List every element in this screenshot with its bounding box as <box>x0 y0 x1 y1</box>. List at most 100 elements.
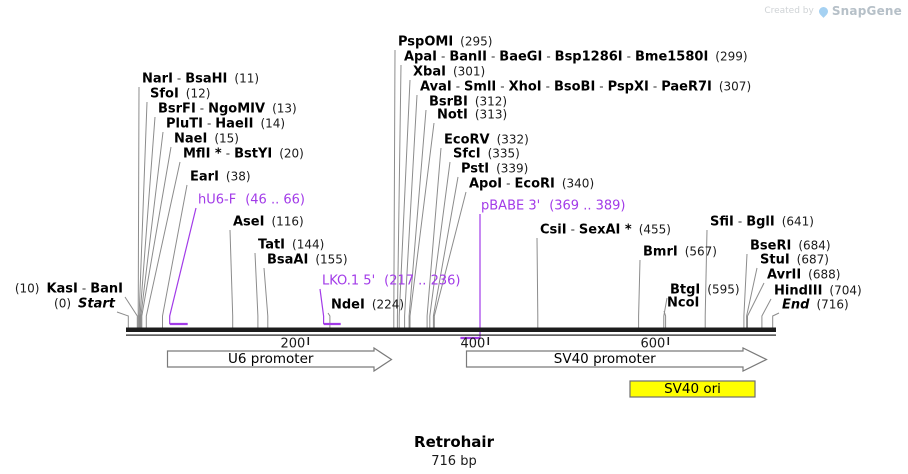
site-label-start[interactable]: (0)Start <box>54 297 115 312</box>
site-name-separator: - <box>545 79 550 94</box>
site-label-btgi[interactable]: BtgI(595) <box>670 283 740 298</box>
site-name-separator: - <box>570 222 575 237</box>
leader-line <box>138 101 148 332</box>
snapgene-watermark: Created by SnapGene <box>764 4 902 18</box>
enzyme-name: XbaI <box>413 64 446 80</box>
enzyme-name: HindIII <box>774 283 823 299</box>
site-name-separator: - <box>652 79 658 94</box>
leader-line <box>536 237 539 332</box>
site-label-bsrbi[interactable]: BsrBI(312) <box>429 95 507 110</box>
enzyme-name: End <box>782 297 810 313</box>
site-name-separator: - <box>490 49 496 64</box>
sv40-promoter-arrow[interactable] <box>465 347 768 372</box>
site-label-bsrfi[interactable]: BsrFI-NgoMIV(13) <box>158 102 297 117</box>
site-label-ncoi[interactable]: NcoI <box>667 296 699 311</box>
enzyme-name: BstYI <box>234 146 273 162</box>
leader-line <box>254 252 259 332</box>
site-label-hindiii[interactable]: HindIII(704) <box>774 284 862 299</box>
leader-line <box>263 267 269 332</box>
site-label-mfli[interactable]: MflI *-BstYI(20) <box>183 147 304 162</box>
site-position: (307) <box>718 79 752 94</box>
enzyme-name: BsrBI <box>429 94 468 110</box>
site-label-naei[interactable]: NaeI(15) <box>174 132 239 147</box>
enzyme-name: SfcI <box>453 146 481 162</box>
site-label-xbai[interactable]: XbaI(301) <box>413 65 485 80</box>
primer-label-lko-1-5[interactable]: LKO.1 5'(217 .. 236) <box>322 274 460 289</box>
site-label-csii[interactable]: CsiI-SexAI *(455) <box>540 223 671 238</box>
site-label-ecorv[interactable]: EcoRV(332) <box>444 133 529 148</box>
enzyme-name: BtgI <box>670 282 701 298</box>
site-label-nari[interactable]: NarI-BsaHI(11) <box>142 72 259 87</box>
site-label-tati[interactable]: TatI(144) <box>258 238 324 253</box>
site-position: (13) <box>272 101 297 116</box>
enzyme-name: BanI <box>90 281 123 297</box>
site-position: (716) <box>816 297 849 312</box>
enzyme-name: PaeR7I <box>661 79 712 95</box>
feature-label-u6-promoter[interactable]: U6 promoter <box>228 351 314 367</box>
site-position: (340) <box>561 176 595 191</box>
primer-label-pbabe-3[interactable]: pBABE 3'(369 .. 389) <box>481 199 626 214</box>
site-label-pspomi[interactable]: PspOMI(295) <box>398 35 492 50</box>
site-label-asei[interactable]: AseI(116) <box>233 215 304 230</box>
leader-line <box>772 312 780 332</box>
site-label-noti[interactable]: NotI(313) <box>437 108 507 123</box>
site-position: (567) <box>684 244 717 259</box>
enzyme-name: SfoI <box>150 86 179 102</box>
enzyme-name: CsiI <box>540 222 567 238</box>
leader-line <box>404 94 418 332</box>
site-label-psti[interactable]: PstI(339) <box>461 162 528 177</box>
primer-label-hu6-f[interactable]: hU6-F(46 .. 66) <box>198 193 305 208</box>
site-label-apai[interactable]: ApaI-BanII-BaeGI-Bsp1286I-Bme1580I(299) <box>404 50 748 65</box>
site-label-bseri[interactable]: BseRI(684) <box>750 239 831 254</box>
enzyme-name: EcoRI <box>514 176 555 192</box>
enzyme-name: Bme1580I <box>634 49 709 65</box>
site-label-stui[interactable]: StuI(687) <box>760 253 829 268</box>
enzyme-name: NcoI <box>667 295 700 311</box>
enzyme-name: BsaHI <box>185 71 228 87</box>
site-name-separator: - <box>626 49 631 64</box>
site-label-pluti[interactable]: PluTI-HaeII(14) <box>166 117 285 132</box>
enzyme-name: PspOMI <box>398 34 454 50</box>
enzyme-name: NarI <box>142 71 173 87</box>
site-label-bsaai[interactable]: BsaAI(155) <box>267 253 348 268</box>
feature-label-sv40-promoter[interactable]: SV40 promoter <box>553 351 656 367</box>
feature-label-sv40-ori[interactable]: SV40 ori <box>664 381 721 397</box>
leader-line <box>747 282 765 332</box>
u6-promoter-arrow[interactable] <box>166 346 393 373</box>
enzyme-name: BsaAI <box>267 252 309 268</box>
leader-line <box>140 131 164 332</box>
leader-line <box>663 297 668 332</box>
site-name-separator: - <box>455 79 461 94</box>
leader-line <box>638 259 641 332</box>
leader-line <box>137 86 140 332</box>
site-label-avai[interactable]: AvaI-SmlI-XhoI-BsoBI-PspXI-PaeR7I(307) <box>420 80 751 95</box>
site-label-apoi[interactable]: ApoI-EcoRI(340) <box>469 177 594 192</box>
site-label-avrii[interactable]: AvrII(688) <box>767 268 840 283</box>
ruler-label: 600 <box>640 337 665 352</box>
site-label-sfoi[interactable]: SfoI(12) <box>150 87 210 102</box>
sv40-ori-box[interactable] <box>629 380 756 398</box>
site-position: (335) <box>487 146 520 161</box>
enzyme-name: BsrFI <box>158 101 196 117</box>
site-label-sfci[interactable]: SfcI (335) <box>453 147 520 162</box>
site-position: (20) <box>279 146 304 161</box>
site-label-sfii[interactable]: SfiI-BglI(641) <box>710 215 814 230</box>
enzyme-name: SexAI * <box>578 222 632 238</box>
site-label-bmri[interactable]: BmrI(567) <box>643 245 717 260</box>
site-name-separator: - <box>440 49 446 64</box>
leader-line <box>663 310 667 332</box>
site-name-separator: - <box>81 281 87 296</box>
site-label-kasi[interactable]: (10)KasI-BanI <box>15 282 123 297</box>
site-label-ndei[interactable]: NdeI(224) <box>331 298 404 313</box>
enzyme-name: AvaI <box>420 79 452 95</box>
site-position: (38) <box>225 169 251 184</box>
site-label-eari[interactable]: EarI(38) <box>190 170 251 185</box>
site-position: (332) <box>496 132 529 147</box>
site-position: (144) <box>292 237 325 252</box>
site-label-end[interactable]: End (716) <box>782 298 849 313</box>
enzyme-name: StuI <box>760 252 790 268</box>
site-name-separator: - <box>500 79 505 94</box>
enzyme-name: ApaI <box>404 49 437 65</box>
primer-range: (369 .. 389) <box>549 198 626 214</box>
primer-range: (217 .. 236) <box>384 273 461 289</box>
